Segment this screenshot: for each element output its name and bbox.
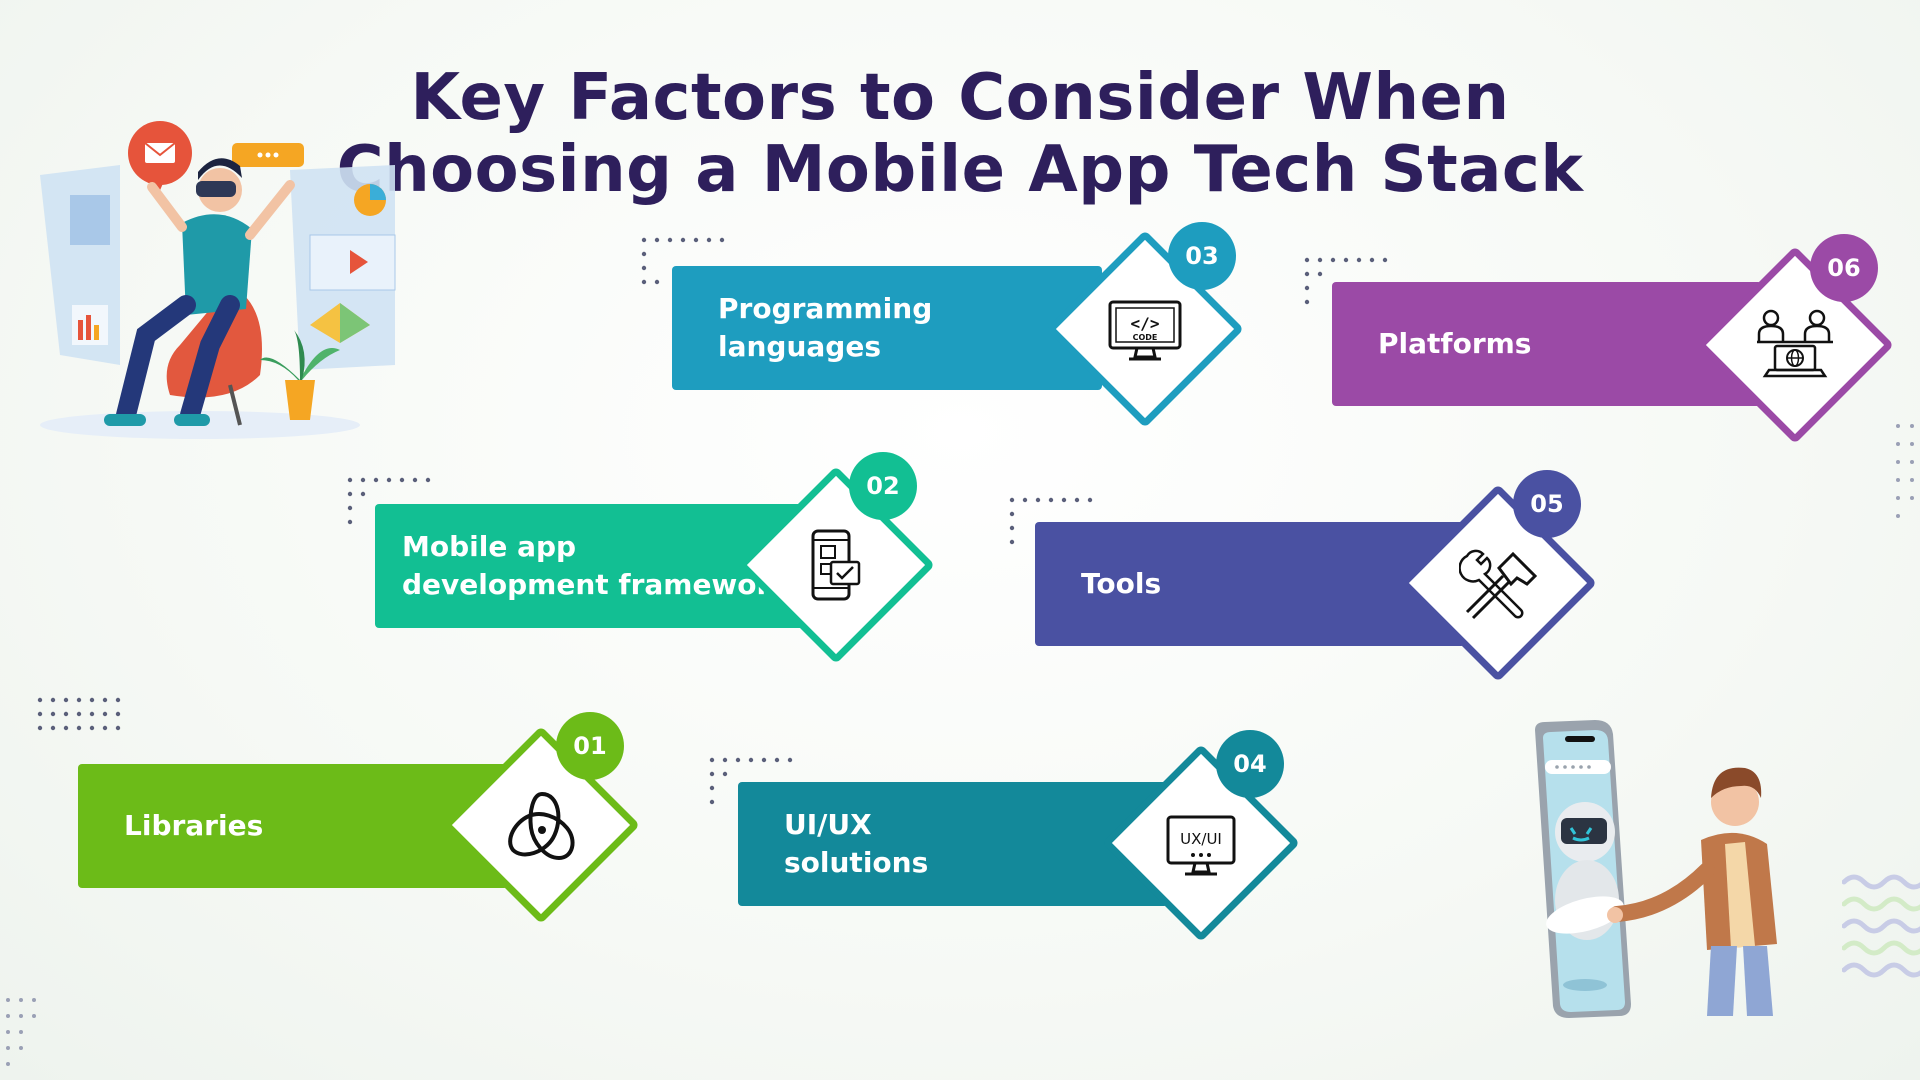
icon-diamond: 01 xyxy=(442,712,640,924)
wave-decoration xyxy=(1842,874,1920,978)
dot-grid-decoration xyxy=(641,237,725,285)
icon-diamond: 05 xyxy=(1399,470,1597,682)
dot-grid-decoration xyxy=(37,697,121,731)
mobile-checklist-icon xyxy=(811,529,861,601)
dot-grid-decoration xyxy=(1896,424,1914,518)
factor-label: Platforms xyxy=(1378,327,1532,360)
factor-bar: Programming languages xyxy=(672,266,1102,390)
factor-card-06: Platforms 06 xyxy=(1332,234,1894,444)
dot-grid-decoration xyxy=(347,477,431,525)
factor-bar: Mobile app development framework xyxy=(375,504,805,628)
dot-grid-decoration xyxy=(6,998,36,1066)
factor-card-04: UI/UX solutions UX/UI 04 xyxy=(738,730,1300,942)
factor-card-01: Libraries 01 xyxy=(78,712,640,924)
title-line-2: Choosing a Mobile App Tech Stack xyxy=(336,133,1584,207)
react-atom-icon xyxy=(508,791,575,861)
person-vr-headset-illustration xyxy=(40,121,396,439)
icon-diamond: 06 xyxy=(1696,234,1894,444)
dot-grid-decoration xyxy=(1304,257,1388,305)
code-caption: CODE xyxy=(1133,333,1158,342)
title-line-1: Key Factors to Consider When xyxy=(410,61,1510,135)
factor-bar: Libraries xyxy=(78,764,508,888)
code-tag: </> xyxy=(1131,314,1160,333)
icon-diamond: </> CODE 03 xyxy=(1046,222,1244,428)
factor-label: Tools xyxy=(1081,567,1162,600)
page-title: Key Factors to Consider When Choosing a … xyxy=(0,62,1920,206)
ux-ui-monitor-icon: UX/UI xyxy=(1166,815,1236,876)
factor-card-02: Mobile app development framework 02 xyxy=(375,452,935,664)
people-globe-laptop-icon xyxy=(1757,309,1833,378)
factor-bar: Tools xyxy=(1035,522,1465,646)
factor-number-badge: 04 xyxy=(1216,730,1284,798)
dot-grid-decoration xyxy=(709,757,793,805)
code-monitor-icon: </> CODE xyxy=(1108,300,1182,361)
factor-number-badge: 05 xyxy=(1513,470,1581,538)
factor-bar: UI/UX solutions xyxy=(738,782,1168,906)
factor-number-badge: 02 xyxy=(849,452,917,520)
hammer-wrench-icon xyxy=(1459,549,1538,620)
factor-label: Programming languages xyxy=(718,292,933,363)
icon-diamond: UX/UI 04 xyxy=(1102,730,1300,942)
ux-ui-caption: UX/UI xyxy=(1180,830,1222,848)
factor-card-05: Tools 05 xyxy=(1035,470,1597,682)
factor-number-badge: 06 xyxy=(1810,234,1878,302)
person-phone-robot-illustration xyxy=(1535,720,1777,1018)
factor-number-badge: 03 xyxy=(1168,222,1236,290)
dot-grid-decoration xyxy=(1009,497,1093,545)
icon-diamond: 02 xyxy=(737,452,935,664)
factor-number-badge: 01 xyxy=(556,712,624,780)
factor-label: Libraries xyxy=(124,809,264,842)
factor-label: Mobile app development framework xyxy=(402,530,789,601)
factor-bar: Platforms xyxy=(1332,282,1762,406)
factor-card-03: Programming languages </> CODE 03 xyxy=(672,222,1244,428)
factor-label: UI/UX solutions xyxy=(784,808,929,879)
